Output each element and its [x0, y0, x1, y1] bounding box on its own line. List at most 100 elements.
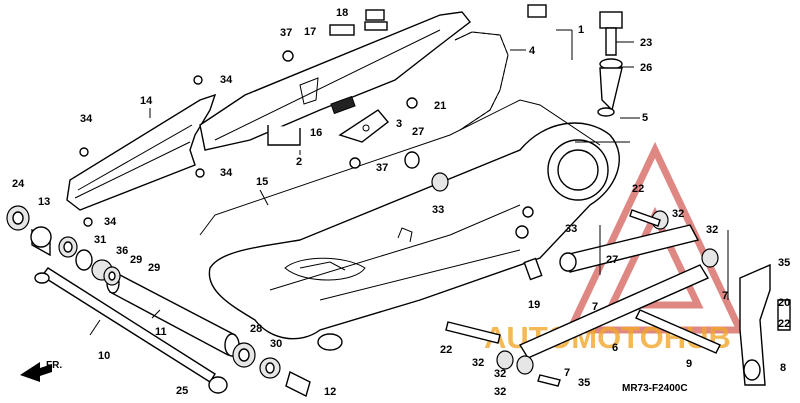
diagram-code: MR73-F2400C: [622, 383, 688, 394]
swingarm-rear-eye: [317, 333, 343, 351]
leader-10: [89, 319, 101, 336]
label-27-b: 27: [606, 254, 618, 266]
label-34-a: 34: [220, 74, 233, 86]
part-31-bore: [63, 241, 73, 253]
front-indicator: FR.: [20, 360, 62, 382]
chain-cover-rib: [214, 29, 441, 141]
front-label: FR.: [46, 360, 62, 371]
label-34-d: 34: [104, 216, 117, 228]
link-rod-6: [518, 264, 710, 359]
rear-bearings: [208, 342, 311, 398]
label-29-b: 29: [148, 262, 160, 274]
swingarm-body: [208, 122, 620, 340]
part-9-pin: [635, 309, 721, 354]
label-18: 18: [336, 7, 348, 19]
swingarm-sticker: [523, 257, 543, 281]
label-23: 23: [640, 37, 652, 49]
bolt-21: [406, 97, 418, 109]
cushion-linkage: [445, 11, 791, 387]
chain-guard-bracket: [267, 125, 301, 146]
part-35-lower: [537, 374, 561, 387]
label-16: 16: [310, 127, 322, 139]
label-11: 11: [155, 326, 167, 338]
label-37-b: 37: [376, 162, 388, 174]
part-22-bolt-upper: [629, 209, 661, 227]
chain-links: [454, 31, 509, 131]
label-20: 20: [778, 297, 790, 309]
sticker-17: [329, 24, 355, 36]
part-26-plate: [599, 67, 623, 112]
chain-cover-clip: [299, 77, 319, 105]
swingarm-boss-small: [522, 206, 534, 218]
swingarm-outline-box: [199, 99, 601, 236]
front-arrow-icon: [20, 362, 52, 382]
label-8: 8: [780, 362, 786, 374]
part-22-bolt-lower: [445, 321, 501, 344]
label-33-b: 33: [565, 223, 577, 235]
label-27-a: 27: [412, 126, 424, 138]
chain-case-rib-2: [77, 124, 193, 191]
label-14: 14: [140, 95, 153, 107]
left-bearings: [6, 205, 121, 286]
part-33-right: [559, 252, 577, 272]
label-12: 12: [324, 386, 336, 398]
part-32-right: [701, 248, 719, 268]
label-35-a: 35: [778, 257, 790, 269]
label-32-e: 32: [494, 386, 506, 398]
pivot-bolt: [40, 267, 216, 383]
label-4: 4: [529, 45, 536, 57]
label-24: 24: [12, 178, 25, 190]
part-33-left: [431, 172, 449, 192]
part-32-lower-a: [496, 350, 514, 370]
label-6: 6: [612, 342, 618, 354]
pivot-bolt-head: [34, 272, 50, 284]
part-23-bolt: [605, 27, 617, 56]
sticker-18b: [364, 21, 388, 31]
label-22-c: 22: [778, 318, 790, 330]
part-5: [597, 107, 615, 117]
bracket-3-hole: [362, 124, 370, 132]
leader-lines: [89, 29, 729, 336]
part-36: [75, 249, 93, 271]
label-36: 36: [116, 245, 128, 257]
label-32-c: 32: [472, 357, 484, 369]
label-35-b: 35: [578, 377, 590, 389]
chain-slider-pad: [330, 95, 356, 115]
part-25: [208, 376, 228, 394]
label-26: 26: [640, 62, 652, 74]
leader-11: [151, 309, 161, 319]
bolt-37-mid: [349, 157, 361, 169]
part-27-top: [404, 151, 420, 169]
swingarm-opening-detail: [299, 261, 346, 271]
part-8-eye: [743, 359, 761, 381]
label-9: 9: [686, 358, 692, 370]
label-19: 19: [528, 299, 540, 311]
label-34-c: 34: [220, 167, 233, 179]
label-7-b: 7: [564, 367, 570, 379]
label-22-a: 22: [632, 183, 644, 195]
part-12: [285, 370, 311, 398]
sticker-18a: [365, 9, 385, 21]
label-15: 15: [256, 176, 268, 188]
label-32-d: 32: [494, 368, 506, 380]
label-13: 13: [38, 196, 50, 208]
part-23-head: [599, 11, 623, 29]
stickers: [329, 4, 547, 36]
bolt-34-left: [79, 147, 89, 157]
bolt-34-top: [193, 75, 203, 85]
part-13: [30, 226, 52, 248]
swingarm-tab: [397, 227, 413, 243]
label-28: 28: [250, 323, 262, 335]
swingarm: [199, 99, 620, 351]
part-8-arm: [739, 263, 771, 386]
part-29-bore: [108, 271, 116, 281]
label-7-a: 7: [722, 290, 728, 302]
label-2: 2: [296, 156, 302, 168]
label-25: 25: [176, 385, 188, 397]
chain-case-rib: [74, 141, 191, 199]
part-30-bore: [265, 362, 275, 374]
label-37-a: 37: [280, 27, 292, 39]
label-22-b: 22: [440, 344, 452, 356]
